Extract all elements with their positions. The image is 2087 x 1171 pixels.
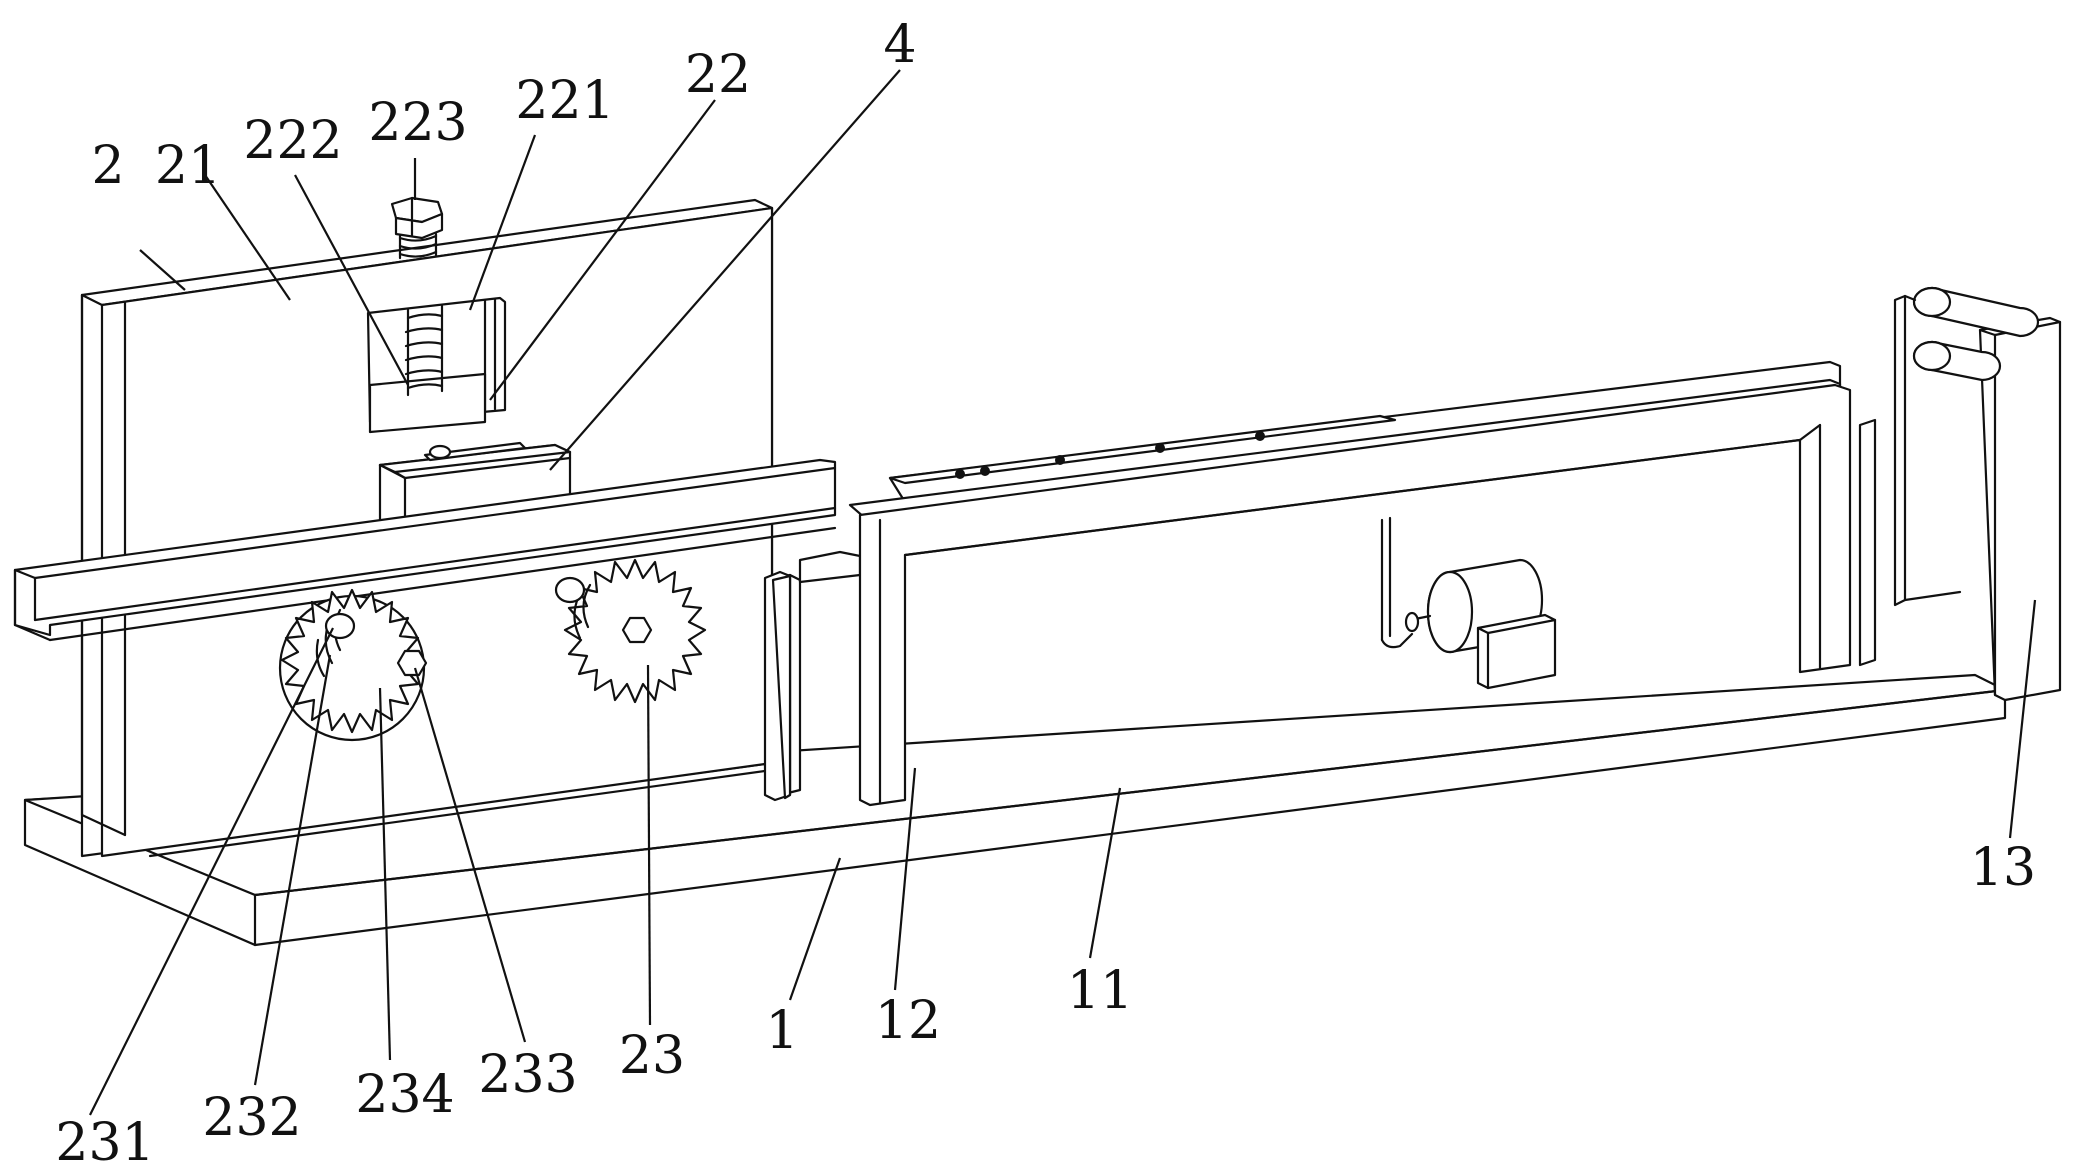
label-22: 22 bbox=[685, 45, 751, 105]
long-frame bbox=[848, 360, 1852, 807]
label-232: 232 bbox=[202, 1088, 301, 1148]
label-223: 223 bbox=[368, 93, 467, 153]
label-13: 13 bbox=[1970, 838, 2036, 898]
reference-labels: 2 21 222 223 221 22 4 13 231 232 234 233… bbox=[55, 15, 2036, 1171]
screw-adjust-assembly bbox=[366, 196, 507, 434]
hex-bolt bbox=[390, 196, 444, 260]
label-221: 221 bbox=[515, 71, 614, 131]
label-21: 21 bbox=[155, 136, 221, 196]
leader-lines bbox=[89, 69, 2037, 1116]
saw-wheel-left bbox=[278, 588, 428, 742]
label-234: 234 bbox=[355, 1065, 454, 1125]
label-233: 233 bbox=[478, 1045, 577, 1105]
angle-guide-rail bbox=[13, 458, 837, 642]
spring-coil bbox=[404, 304, 444, 397]
label-1: 1 bbox=[765, 1001, 798, 1061]
saw-wheel-right bbox=[554, 558, 707, 704]
base-plate bbox=[23, 673, 2007, 947]
label-23: 23 bbox=[619, 1026, 685, 1086]
label-2: 2 bbox=[91, 136, 124, 196]
label-4: 4 bbox=[883, 15, 916, 75]
motor bbox=[1380, 516, 1557, 690]
front-guide-plate bbox=[763, 570, 792, 802]
right-end-support bbox=[1858, 286, 2062, 702]
small-roller-231 bbox=[324, 612, 356, 640]
label-12: 12 bbox=[875, 991, 941, 1051]
label-11: 11 bbox=[1067, 961, 1133, 1021]
label-231: 231 bbox=[55, 1113, 154, 1171]
label-222: 222 bbox=[243, 111, 342, 171]
